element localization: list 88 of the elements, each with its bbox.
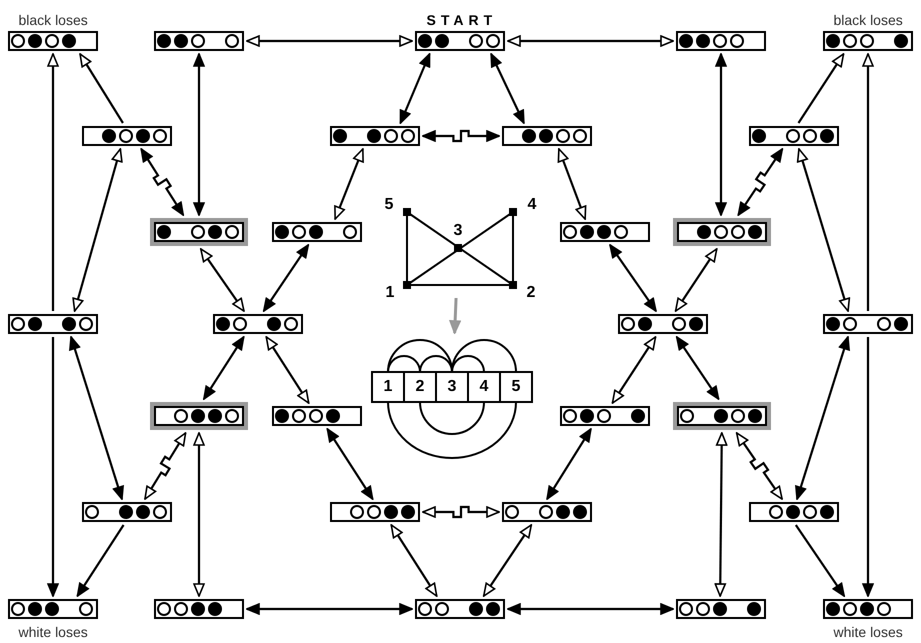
double-arrow (796, 148, 850, 312)
wavy-arrow (737, 148, 784, 216)
double-arrow (193, 53, 205, 216)
double-arrow (265, 336, 310, 404)
double-arrow (193, 432, 205, 597)
vertex-number: 3 (454, 222, 462, 240)
game-state-box (749, 126, 839, 146)
arrow (79, 53, 124, 124)
game-state-box (150, 402, 248, 430)
double-arrow (334, 148, 364, 220)
double-arrow (399, 53, 431, 124)
double-arrow (262, 244, 310, 312)
game-state-box (673, 218, 771, 246)
game-state-box (676, 599, 766, 619)
game-state-box (676, 31, 766, 51)
cell-number: 4 (480, 378, 488, 396)
game-state-box (272, 406, 362, 426)
game-state-box (415, 31, 505, 51)
double-arrow (507, 603, 674, 615)
wavy-arrow (144, 432, 186, 500)
outcome-label: white loses (18, 624, 88, 640)
double-arrow (714, 432, 728, 597)
vertex-number: 4 (528, 196, 536, 214)
arrow (798, 53, 844, 124)
double-arrow (200, 248, 245, 312)
double-arrow (795, 336, 850, 500)
double-arrow (72, 148, 123, 312)
double-arrow (246, 35, 413, 47)
arrow (449, 298, 461, 334)
wavy-arrow (736, 432, 783, 500)
arrow (76, 524, 124, 597)
cell-number: 2 (416, 378, 424, 396)
game-state-box (213, 314, 303, 334)
game-state-box (415, 599, 505, 619)
cell-number: 1 (384, 378, 392, 396)
double-arrow (609, 244, 657, 312)
game-state-box (8, 314, 98, 334)
start-label: START (426, 12, 498, 28)
cell-number: 3 (448, 378, 456, 396)
double-arrow (202, 336, 245, 400)
outcome-label: white loses (834, 624, 903, 640)
vertex-number: 1 (386, 284, 394, 302)
wavy-arrow (422, 506, 500, 518)
vertex-number: 2 (526, 284, 536, 302)
game-state-box (8, 599, 98, 619)
game-state-box (823, 314, 913, 334)
game-state-box (502, 502, 592, 522)
wavy-arrow (140, 148, 184, 216)
game-state-box (560, 406, 650, 426)
wavy-arrow (422, 130, 500, 142)
double-arrow (558, 148, 586, 220)
game-state-box (823, 31, 913, 51)
double-arrow (676, 336, 720, 400)
cell-number: 5 (512, 378, 520, 396)
game-state-box (502, 126, 592, 146)
game-state-box (330, 502, 420, 522)
arrow (862, 337, 874, 597)
double-arrow (546, 428, 592, 500)
game-state-box (82, 126, 172, 146)
arrow (47, 337, 59, 597)
game-state-box (749, 502, 839, 522)
game-state-box (82, 502, 172, 522)
game-state-box (8, 31, 98, 51)
outcome-label: black loses (834, 12, 903, 28)
double-arrow (612, 336, 656, 404)
game-state-box (560, 222, 650, 242)
double-arrow (490, 53, 525, 124)
double-arrow (246, 603, 413, 615)
game-state-box (154, 31, 244, 51)
double-arrow (69, 336, 124, 500)
double-arrow (507, 35, 674, 47)
vertex-number: 5 (384, 196, 394, 214)
game-state-box (823, 599, 913, 619)
game-state-box (618, 314, 708, 334)
double-arrow (674, 248, 718, 312)
game-state-box (150, 218, 248, 246)
double-arrow (715, 53, 727, 216)
double-arrow (326, 428, 374, 500)
arrow (794, 524, 846, 597)
double-arrow (482, 524, 532, 597)
game-state-box (154, 599, 244, 619)
arrow (47, 53, 59, 311)
outcome-label: black loses (18, 12, 88, 28)
double-arrow (390, 524, 438, 597)
game-state-box (330, 126, 420, 146)
game-state-box (673, 402, 771, 430)
arrow (862, 53, 874, 311)
game-state-box (272, 222, 362, 242)
